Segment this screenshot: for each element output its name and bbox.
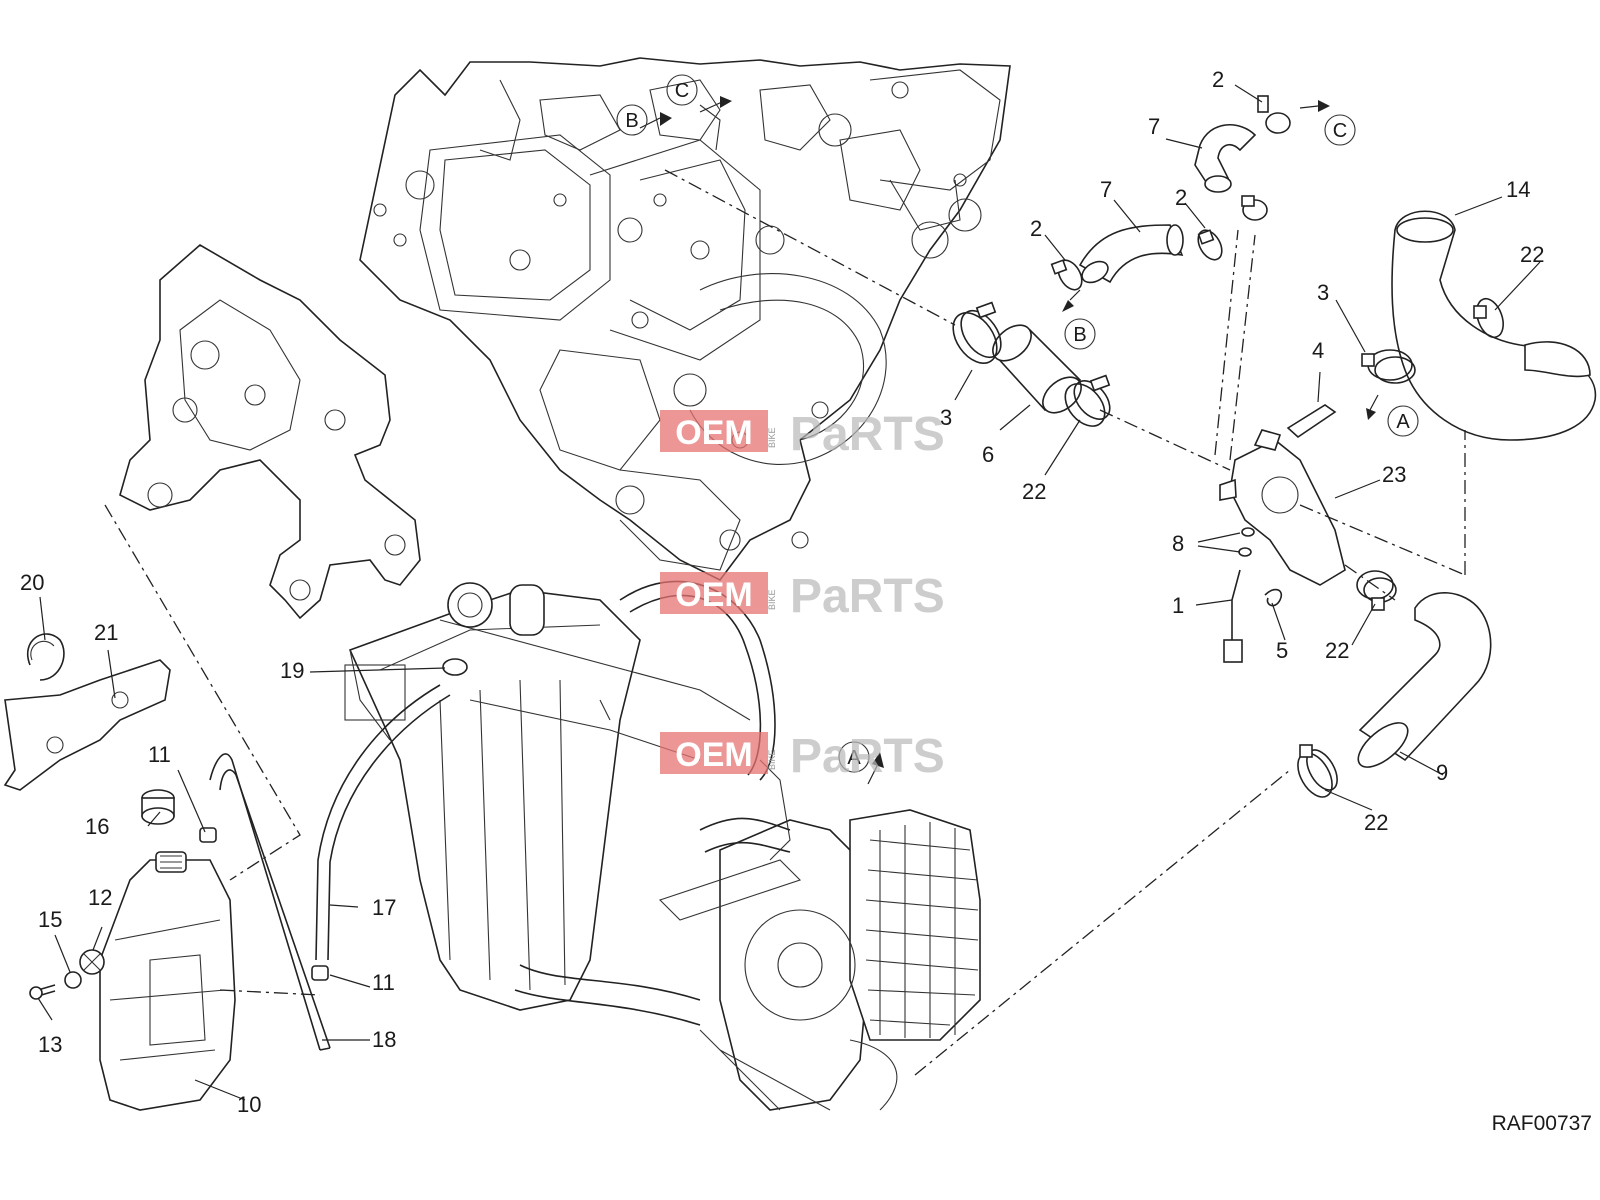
svg-text:A: A xyxy=(847,747,861,769)
callout-20: 20 xyxy=(20,570,44,595)
hose-7-upper xyxy=(1194,123,1257,193)
callout-3-right: 3 xyxy=(1317,280,1329,305)
watermark-2: OEM BIKE PaRTS xyxy=(660,570,945,623)
gasket-4 xyxy=(1286,404,1337,439)
drawing-code: RAF00737 xyxy=(1492,1112,1592,1135)
svg-text:BIKE: BIKE xyxy=(767,427,777,448)
svg-text:C: C xyxy=(1333,120,1347,142)
hose-9 xyxy=(1357,592,1492,768)
assembly-lines xyxy=(104,169,1466,1076)
temp-sensor xyxy=(1223,527,1283,663)
callout-7-mid: 7 xyxy=(1100,177,1112,202)
callout-1: 1 xyxy=(1172,593,1184,618)
engine-block xyxy=(359,57,1011,582)
callout-22-bottom: 22 xyxy=(1364,810,1388,835)
hose-clip-19 xyxy=(442,658,468,676)
svg-text:A: A xyxy=(1396,411,1410,433)
svg-text:PaRTS: PaRTS xyxy=(790,730,945,783)
tank-fasteners xyxy=(29,949,105,1000)
watermark-1: OEM BIKE PaRTS xyxy=(660,408,945,461)
svg-text:PaRTS: PaRTS xyxy=(790,570,945,623)
callout-6: 6 xyxy=(982,442,994,467)
overflow-pipe xyxy=(209,753,331,1051)
thermostat-housing xyxy=(1219,429,1346,586)
svg-text:OEM: OEM xyxy=(675,736,752,774)
clamp-20 xyxy=(27,633,65,681)
hose-7-lower xyxy=(1078,224,1184,284)
callout-13: 13 xyxy=(38,1032,62,1057)
watermark-3: OEM BIKE PaRTS xyxy=(660,730,945,783)
hose-14 xyxy=(1391,210,1597,441)
frame-bracket xyxy=(119,244,421,620)
heat-shield xyxy=(3,659,171,791)
callout-16: 16 xyxy=(85,814,109,839)
callout-22-top-right: 22 xyxy=(1520,242,1544,267)
svg-text:BIKE: BIKE xyxy=(767,589,777,610)
callout-10: 10 xyxy=(237,1092,261,1117)
svg-text:C: C xyxy=(675,80,689,102)
svg-text:PaRTS: PaRTS xyxy=(790,408,945,461)
clamp-3-left xyxy=(952,301,1002,364)
callout-2-mid: 2 xyxy=(1175,185,1187,210)
callout-21: 21 xyxy=(94,620,118,645)
callout-23: 23 xyxy=(1382,462,1406,487)
clamp-22-thermostat xyxy=(1356,570,1397,611)
ref-marker-c-right: C xyxy=(1324,114,1356,146)
callout-19: 19 xyxy=(280,658,304,683)
leader-lines xyxy=(37,84,1541,1101)
flow-arrows xyxy=(639,96,1379,785)
callout-11-bottom: 11 xyxy=(372,970,395,995)
hose-clip-11 xyxy=(199,827,329,981)
ref-marker-b-right: B xyxy=(1064,318,1096,350)
callout-labels: 2 7 2 7 2 14 22 3 4 3 6 22 23 8 1 5 22 9… xyxy=(20,67,1544,1117)
callout-9: 9 xyxy=(1436,760,1448,785)
callout-3-left: 3 xyxy=(940,405,952,430)
callout-11-top: 11 xyxy=(148,742,171,767)
callout-2-left: 2 xyxy=(1030,216,1042,241)
svg-text:OEM: OEM xyxy=(675,576,752,614)
callout-18: 18 xyxy=(372,1027,396,1052)
clamp-2-set xyxy=(1050,95,1291,291)
callout-7-top: 7 xyxy=(1148,114,1160,139)
callout-12: 12 xyxy=(88,885,112,910)
breather-hose xyxy=(315,684,451,961)
ref-marker-a-right: A xyxy=(1387,405,1419,437)
radiator xyxy=(344,589,751,1011)
ref-marker-b-top: B xyxy=(616,104,648,136)
callout-17: 17 xyxy=(372,895,396,920)
callout-14: 14 xyxy=(1506,177,1530,202)
svg-text:BIKE: BIKE xyxy=(767,749,777,770)
clamp-22-hose6 xyxy=(1064,374,1111,427)
callout-22-hose6: 22 xyxy=(1022,479,1046,504)
ref-marker-a-center: A xyxy=(838,741,870,773)
svg-text:B: B xyxy=(625,110,638,132)
callout-22-thermostat: 22 xyxy=(1325,638,1349,663)
clamp-22-hose9-bottom xyxy=(1297,744,1338,798)
svg-text:OEM: OEM xyxy=(675,414,752,452)
filler-cap xyxy=(141,789,175,825)
callout-15: 15 xyxy=(38,907,62,932)
callout-2-top: 2 xyxy=(1212,67,1224,92)
callout-5: 5 xyxy=(1276,638,1288,663)
expansion-tank xyxy=(99,851,236,1111)
ref-marker-c-top: C xyxy=(666,74,698,106)
svg-text:B: B xyxy=(1073,324,1086,346)
callout-4: 4 xyxy=(1312,338,1324,363)
cooling-fan xyxy=(658,759,981,1111)
callout-8: 8 xyxy=(1172,531,1184,556)
clamp-22-hose14 xyxy=(1473,297,1504,339)
clamp-3-right xyxy=(1361,349,1416,384)
